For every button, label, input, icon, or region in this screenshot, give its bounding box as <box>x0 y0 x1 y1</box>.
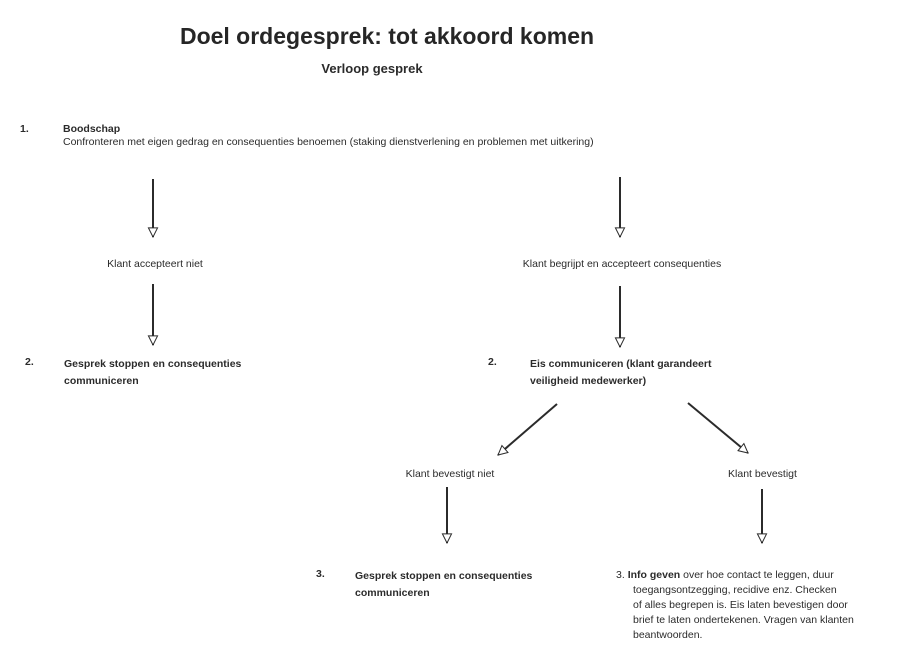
step2-right-line1: Eis communiceren (klant garandeert <box>530 358 712 370</box>
condition-subleft: Klant bevestigt niet <box>405 468 495 480</box>
step1-title: Boodschap <box>63 123 121 135</box>
step3-right-line2: toegangsontzegging, recidive enz. Checke… <box>633 584 837 596</box>
step2-right-number: 2. <box>488 356 497 368</box>
step3-left-line2: communiceren <box>355 587 430 599</box>
page-title: Doel ordegesprek: tot akkoord komen <box>179 23 595 49</box>
condition-left: Klant accepteert niet <box>107 258 203 270</box>
step2-right-line2: veiligheid medewerker) <box>530 375 647 387</box>
step3-right-line1: 3. Info geven over hoe contact te leggen… <box>616 568 900 583</box>
step2-left-line1: Gesprek stoppen en consequenties <box>64 358 242 370</box>
step3-right-lead: Info geven <box>627 569 681 581</box>
step3-right-line4: brief te laten ondertekenen. Vragen van … <box>633 614 854 626</box>
step3-right-text: 3. Info geven over hoe contact te leggen… <box>616 568 900 643</box>
step3-right-line3: of alles begrepen is. Eis laten bevestig… <box>633 599 848 611</box>
step3-left-text: Gesprek stoppen en consequenties communi… <box>355 568 570 602</box>
step1-description: Confronteren met eigen gedrag en consequ… <box>63 136 594 148</box>
arrow-step2-to-subleft-condition <box>498 403 558 456</box>
step2-left-text: Gesprek stoppen en consequenties communi… <box>64 356 279 390</box>
condition-right: Klant begrijpt en accepteert consequenti… <box>522 258 722 270</box>
step3-right-number: 3. <box>616 569 625 581</box>
step2-left-number: 2. <box>25 356 34 368</box>
step2-right-text: Eis communiceren (klant garandeert veili… <box>530 356 755 390</box>
page-subtitle: Verloop gesprek <box>321 61 423 76</box>
step1-number: 1. <box>20 123 29 135</box>
condition-subright: Klant bevestigt <box>728 468 797 480</box>
arrow-step2-to-subright-condition <box>687 402 748 454</box>
step3-right-line5: beantwoorden. <box>633 629 703 641</box>
step3-left-line1: Gesprek stoppen en consequenties <box>355 570 533 582</box>
step3-left-number: 3. <box>316 568 325 580</box>
step3-right-line1-rest: over hoe contact te leggen, duur <box>680 569 834 581</box>
step2-left-line2: communiceren <box>64 375 139 387</box>
